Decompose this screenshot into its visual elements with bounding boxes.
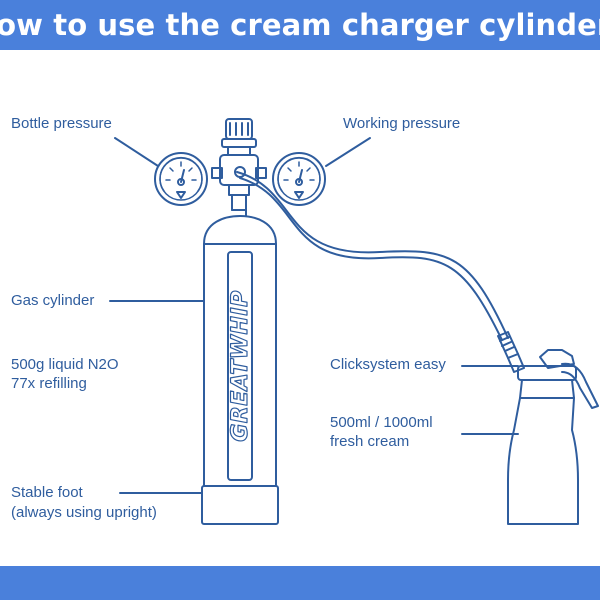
title-banner: How to use the cream charger cylinder? xyxy=(0,0,600,50)
dispenser-lever xyxy=(561,362,599,409)
brand-text: GREATWHIP xyxy=(228,290,253,441)
label-fresh-cream: fresh cream xyxy=(330,433,410,450)
brand-panel xyxy=(227,251,253,481)
label-liquid-n2o: 500g liquid N2O xyxy=(11,356,119,373)
hose-connector xyxy=(234,166,246,178)
label-gas-cylinder: Gas cylinder xyxy=(11,292,95,309)
stable-foot xyxy=(201,485,279,525)
hose xyxy=(236,171,509,341)
label-stable-foot: Stable foot xyxy=(11,484,83,501)
label-cream-volume: 500ml / 1000ml xyxy=(330,414,433,431)
working-pressure-gauge xyxy=(272,152,326,206)
page-title: How to use the cream charger cylinder? xyxy=(0,8,600,42)
callout-lines xyxy=(109,137,519,494)
label-upright: (always using upright) xyxy=(11,504,157,521)
regulator-body xyxy=(219,154,259,186)
footer-banner xyxy=(0,566,600,600)
callout-line-working-pressure xyxy=(325,137,371,167)
cream-dispenser xyxy=(507,349,599,525)
regulator xyxy=(211,118,267,211)
label-clicksystem: Clicksystem easy xyxy=(330,356,446,373)
label-bottle-pressure: Bottle pressure xyxy=(11,115,112,132)
gas-cylinder: GREATWHIP xyxy=(203,209,277,487)
label-refilling: 77x refilling xyxy=(11,375,87,392)
bottle-pressure-gauge xyxy=(154,152,208,206)
dispenser-head xyxy=(539,349,575,369)
dispenser-bottle xyxy=(507,397,579,525)
callout-line-bottle-pressure xyxy=(114,137,159,167)
label-working-pressure: Working pressure xyxy=(343,115,461,132)
